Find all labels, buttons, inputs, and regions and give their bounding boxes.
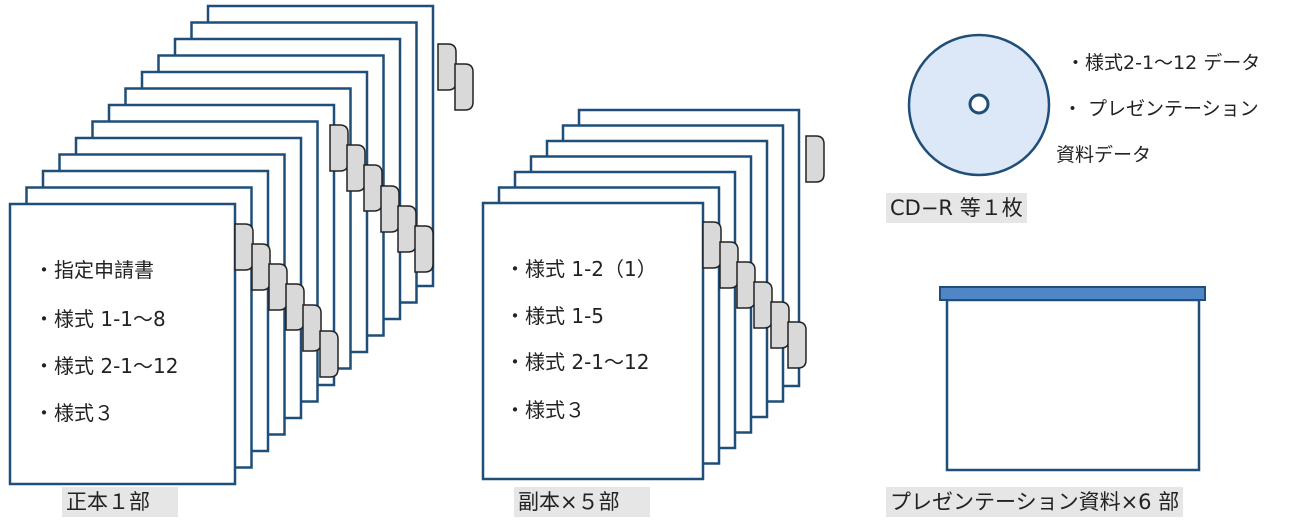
list-item: ・様式３	[505, 398, 585, 422]
copies-caption: 副本×５部	[514, 487, 650, 517]
list-item: ・様式 2-1〜12	[34, 354, 179, 378]
index-tab	[397, 205, 417, 253]
index-tab	[285, 283, 305, 331]
presentation-binder-icon	[939, 286, 1206, 472]
index-tab	[363, 164, 383, 212]
document-sheet	[481, 201, 705, 481]
list-item: ・様式 1-2（1）	[505, 257, 657, 281]
index-tab	[719, 241, 739, 289]
index-tab	[319, 330, 339, 378]
presentation-caption: プレゼンテーション資料×6 部	[886, 487, 1184, 517]
cd-disc-icon	[907, 33, 1051, 177]
index-tab	[805, 135, 825, 183]
index-tab	[787, 321, 807, 369]
index-tab	[329, 124, 349, 172]
list-item: ・様式 1-5	[505, 304, 605, 328]
index-tab	[736, 261, 756, 309]
cd-content-line: 資料データ	[1056, 144, 1152, 166]
index-tab	[251, 243, 271, 291]
cd-caption: CD−R 等１枚	[886, 193, 1027, 223]
index-tab	[346, 144, 366, 192]
index-tab	[380, 185, 400, 233]
copy-document-stack	[481, 108, 825, 481]
original-caption: 正本１部	[62, 487, 178, 517]
index-tab	[770, 301, 790, 349]
index-tab	[414, 225, 434, 273]
index-tab	[268, 263, 288, 311]
index-tab	[702, 221, 722, 269]
list-item: ・指定申請書	[34, 258, 154, 282]
index-tab	[234, 223, 254, 271]
list-item: ・様式 1-1〜8	[34, 307, 166, 331]
cd-content-line: ・様式2-1〜12 データ	[1066, 52, 1261, 74]
index-tab	[302, 304, 322, 352]
document-sheet	[8, 202, 237, 486]
index-tab	[753, 281, 773, 329]
cd-content-line: ・ プレゼンテーション	[1063, 98, 1259, 120]
list-item: ・様式３	[34, 401, 114, 425]
index-tab	[454, 63, 474, 111]
index-tab	[437, 43, 457, 91]
list-item: ・様式 2-1〜12	[505, 350, 650, 374]
original-document-stack	[8, 4, 474, 486]
